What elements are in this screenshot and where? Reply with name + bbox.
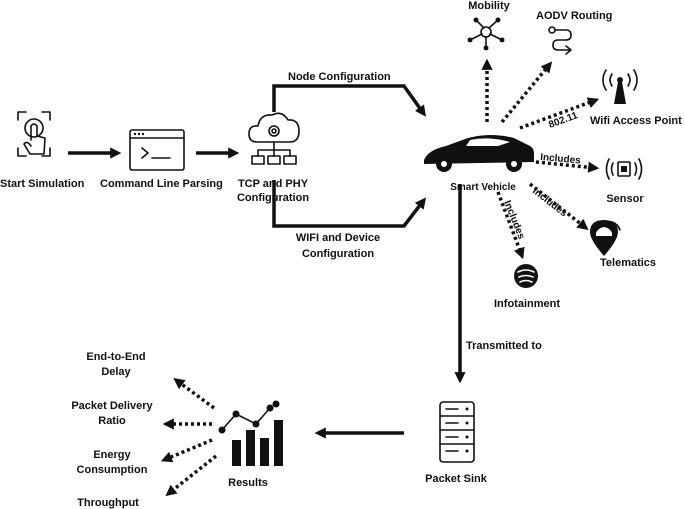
arrow-to-energy <box>160 438 213 463</box>
end-to-end-delay-label-line2: Delay <box>101 366 131 378</box>
packet-sink-label: Packet Sink <box>425 473 488 485</box>
command-line-parsing-label: Command Line Parsing <box>100 178 223 190</box>
includes-telematics-label: Includes <box>530 186 569 220</box>
tcp-phy-label-line1: TCP and PHY <box>238 178 309 190</box>
telematics-pin-icon <box>590 220 621 256</box>
aodv-routing-label: AODV Routing <box>536 10 612 22</box>
includes-infotainment-label: Includes <box>501 199 527 241</box>
arrow-to-throughput <box>165 454 218 497</box>
throughput-label: Throughput <box>77 497 139 509</box>
energy-consumption-label-line2: Consumption <box>77 464 148 476</box>
mobility-network-icon <box>467 17 505 51</box>
packet-delivery-ratio-label-line1: Packet Delivery <box>71 400 153 412</box>
includes-sensor-label: Includes <box>540 152 582 167</box>
end-to-end-delay-label-line1: End-to-End <box>86 351 145 363</box>
telematics-label: Telematics <box>600 257 656 269</box>
touch-icon <box>17 111 51 157</box>
ieee-80211-label: 802.11 <box>547 110 579 131</box>
arrow-to-infotainment <box>496 191 525 260</box>
route-icon <box>548 26 572 55</box>
results-label: Results <box>228 477 268 489</box>
car-icon <box>424 135 534 172</box>
infotainment-icon <box>514 264 538 288</box>
cloud-network-icon <box>248 112 300 165</box>
wifi-access-point-label: Wifi Access Point <box>590 115 682 127</box>
infotainment-label: Infotainment <box>494 298 560 310</box>
sensor-icon <box>605 158 643 180</box>
transmitted-to-label: Transmitted to <box>466 340 542 352</box>
smart-vehicle-label: Smart Vehicle <box>450 182 516 193</box>
tcp-phy-label-line2: Configuration <box>237 192 309 204</box>
arrow-to-sensor <box>535 160 600 173</box>
arrow-wifi-device-configuration <box>272 180 427 228</box>
arrow-to-aodv <box>500 61 553 124</box>
terminal-icon <box>129 129 185 171</box>
start-simulation-label: Start Simulation <box>0 178 85 190</box>
arrow-to-wifi-ap <box>519 97 600 130</box>
wifi-antenna-icon <box>602 69 638 104</box>
arrow-to-delay <box>173 378 216 410</box>
sensor-label: Sensor <box>606 193 644 205</box>
energy-consumption-label-line1: Energy <box>93 449 131 461</box>
packet-delivery-ratio-label-line2: Ratio <box>98 415 126 427</box>
wifi-device-label-line1: WIFI and Device <box>296 232 380 244</box>
wifi-device-label-line2: Configuration <box>302 248 374 260</box>
results-chart-icon <box>218 400 283 466</box>
arrow-node-configuration <box>272 84 426 117</box>
node-configuration-label: Node Configuration <box>288 71 391 83</box>
server-icon <box>439 401 475 463</box>
mobility-label: Mobility <box>468 0 510 12</box>
